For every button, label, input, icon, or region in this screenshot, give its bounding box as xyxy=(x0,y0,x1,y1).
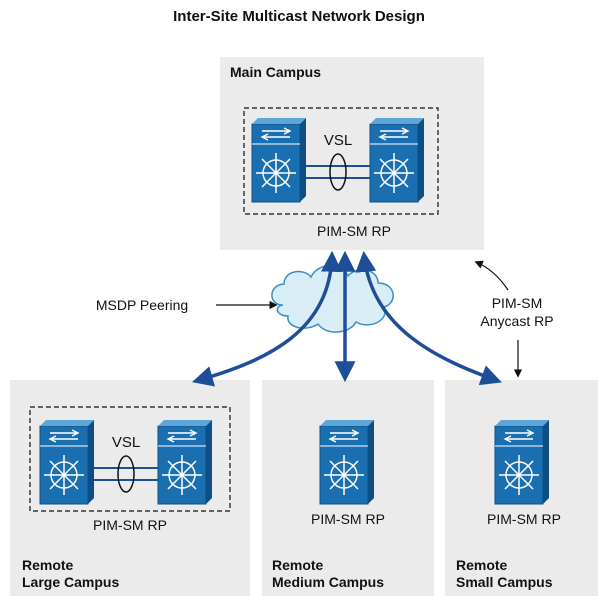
wan-cloud-icon xyxy=(271,264,394,333)
remote-small-campus-label: Remote Small Campus xyxy=(456,557,553,590)
remote-large-campus-label: Remote Large Campus xyxy=(22,557,120,590)
main-rp-label: PIM-SM RP xyxy=(317,223,391,239)
main-campus-label: Main Campus xyxy=(230,64,322,80)
main-vsl-label: VSL xyxy=(324,132,352,149)
diagram-title: Inter-Site Multicast Network Design xyxy=(173,8,425,25)
remote-large-rp-label: PIM-SM RP xyxy=(93,517,167,533)
anycast-pointer-arrow-up xyxy=(474,260,509,291)
medium-switch-icon xyxy=(319,419,375,505)
link-main-to-large xyxy=(191,250,343,387)
large-cluster-outline xyxy=(29,406,231,512)
main-vsl-bundle-icon xyxy=(329,153,347,191)
large-vsl-bundle-icon xyxy=(117,455,135,493)
large-switch-right-icon xyxy=(157,419,213,505)
remote-small-rp-label: PIM-SM RP xyxy=(487,511,561,527)
msdp-peering-label: MSDP Peering xyxy=(95,297,189,313)
small-switch-icon xyxy=(494,419,550,505)
main-cluster-outline xyxy=(243,107,439,215)
remote-medium-campus-label: Remote Medium Campus xyxy=(272,557,385,590)
main-switch-right-icon xyxy=(369,117,425,203)
remote-medium-rp-label: PIM-SM RP xyxy=(311,511,385,527)
link-main-to-small xyxy=(355,250,502,386)
anycast-label-line1: PIM-SM xyxy=(491,295,543,311)
main-switch-left-icon xyxy=(251,117,307,203)
large-vsl-label: VSL xyxy=(112,434,140,451)
large-switch-left-icon xyxy=(39,419,95,505)
